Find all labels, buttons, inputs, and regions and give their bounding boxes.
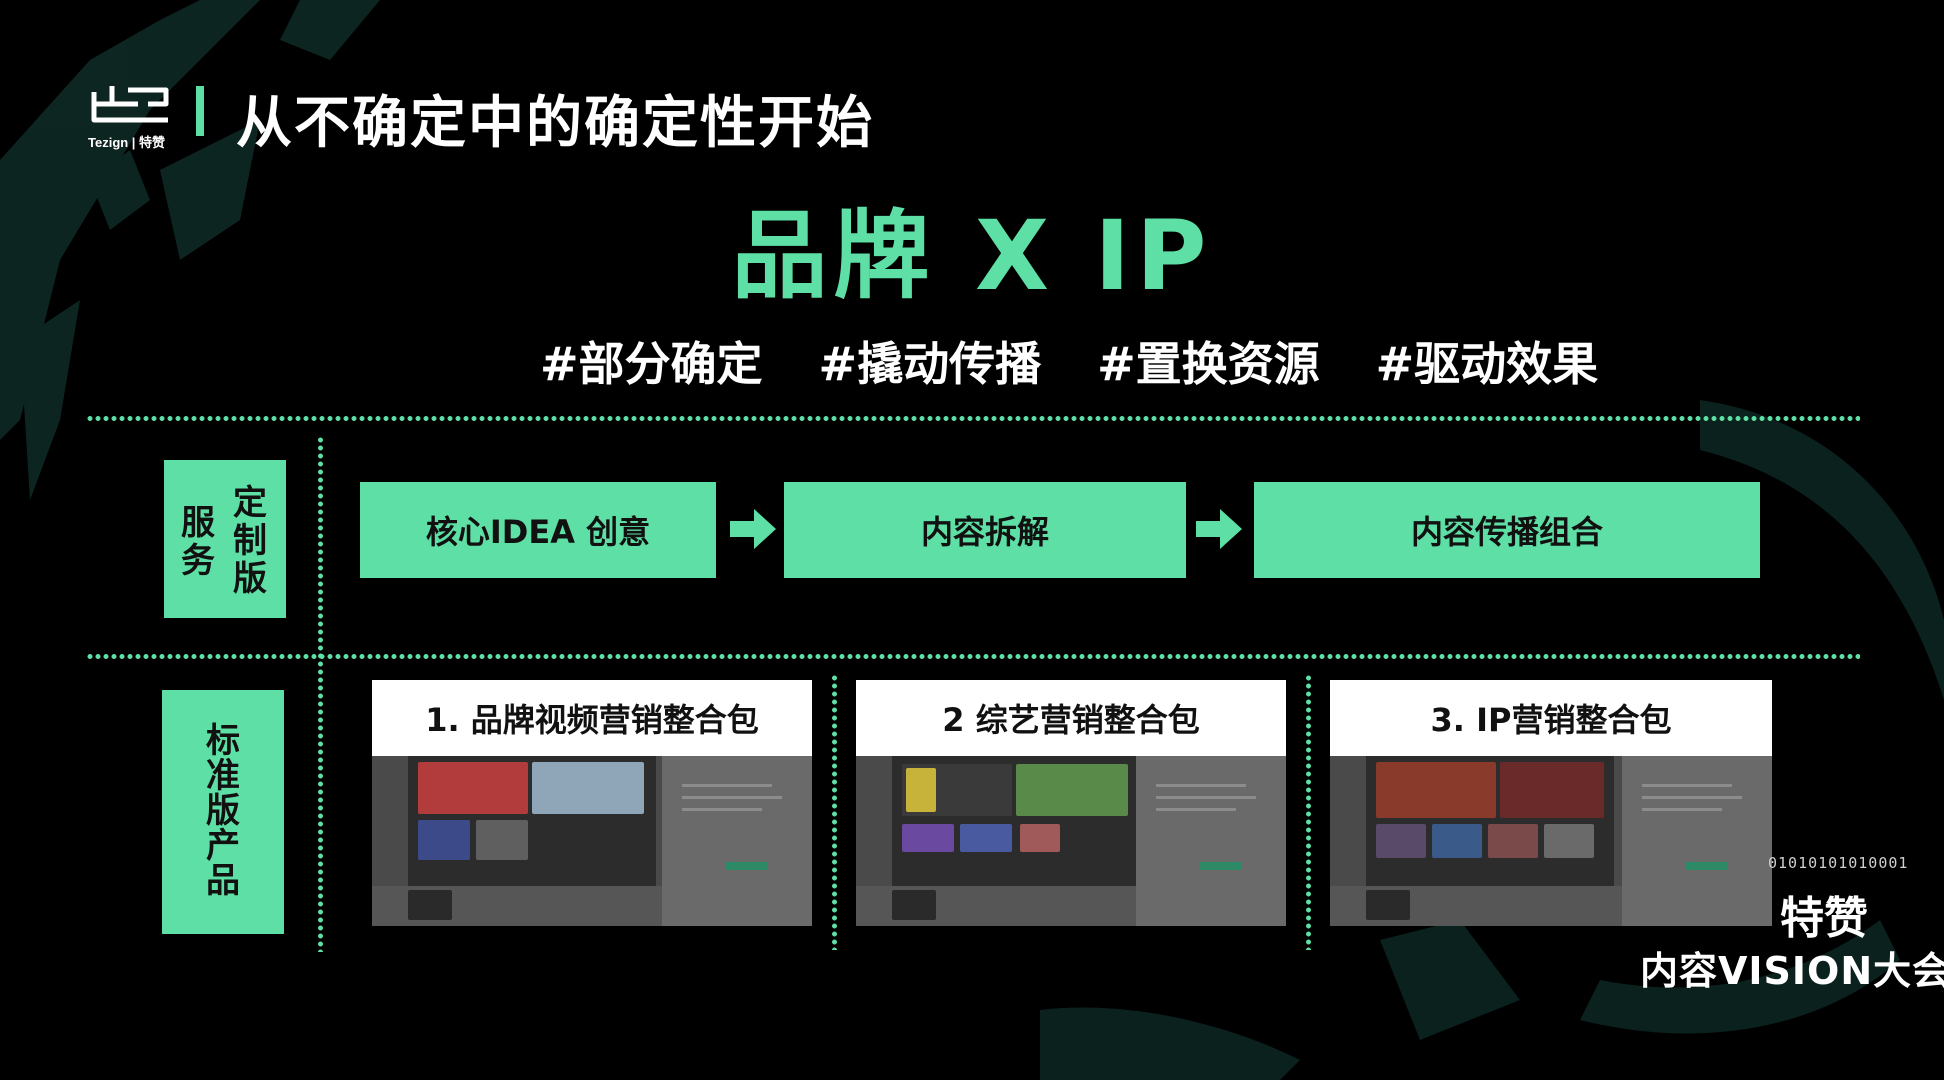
tezign-logo-icon: [91, 86, 169, 123]
package-screenshot: [372, 756, 812, 926]
package-card-brand-video: 1. 品牌视频营销整合包: [372, 680, 812, 926]
divider-vertical-card1: [830, 674, 839, 950]
divider-top: [86, 414, 1860, 423]
tag-item: #置换资源: [1097, 337, 1320, 391]
event-name: 内容VISION大会: [1640, 949, 1944, 993]
tag-list: #部分确定 #撬动传播 #置换资源 #驱动效果: [540, 328, 1598, 394]
divider-middle: [86, 652, 1860, 661]
package-card-ip: 3. IP营销整合包: [1330, 680, 1772, 926]
tag-item: #部分确定: [540, 337, 763, 391]
flow-step-distribution: 内容传播组合: [1254, 482, 1760, 578]
package-screenshot: [856, 756, 1286, 926]
flow-step-idea: 核心IDEA 创意: [360, 482, 716, 578]
event-brand: 特赞: [1780, 893, 1868, 944]
divider-vertical-main: [316, 436, 325, 952]
divider-vertical-card2: [1304, 674, 1313, 950]
flow-step-breakdown: 内容拆解: [784, 482, 1186, 578]
custom-service-label: 服务 定制版: [164, 460, 286, 618]
package-title: 2 综艺营销整合包: [856, 680, 1286, 756]
arrow-right-icon: [730, 509, 776, 549]
package-card-variety-show: 2 综艺营销整合包: [856, 680, 1286, 926]
tag-item: #撬动传播: [818, 337, 1042, 391]
hero-title: 品牌 X IP: [731, 200, 1213, 312]
title-accent-bar: [196, 86, 204, 136]
custom-label-col1: 服务: [181, 503, 215, 581]
package-title: 1. 品牌视频营销整合包: [372, 680, 812, 756]
package-title: 3. IP营销整合包: [1330, 680, 1772, 756]
standard-product-label: 标准版产品: [162, 690, 284, 934]
tag-item: #驱动效果: [1375, 337, 1599, 391]
standard-label-text: 标准版产品: [206, 721, 240, 901]
logo-text: Tezign | 特赞: [88, 135, 166, 150]
arrow-right-icon: [1196, 509, 1242, 549]
page-title: 从不确定中的确定性开始: [236, 91, 874, 156]
binary-decoration: 01010101010001: [1768, 854, 1909, 872]
custom-label-col2: 定制版: [233, 483, 267, 599]
package-screenshot: [1330, 756, 1772, 926]
